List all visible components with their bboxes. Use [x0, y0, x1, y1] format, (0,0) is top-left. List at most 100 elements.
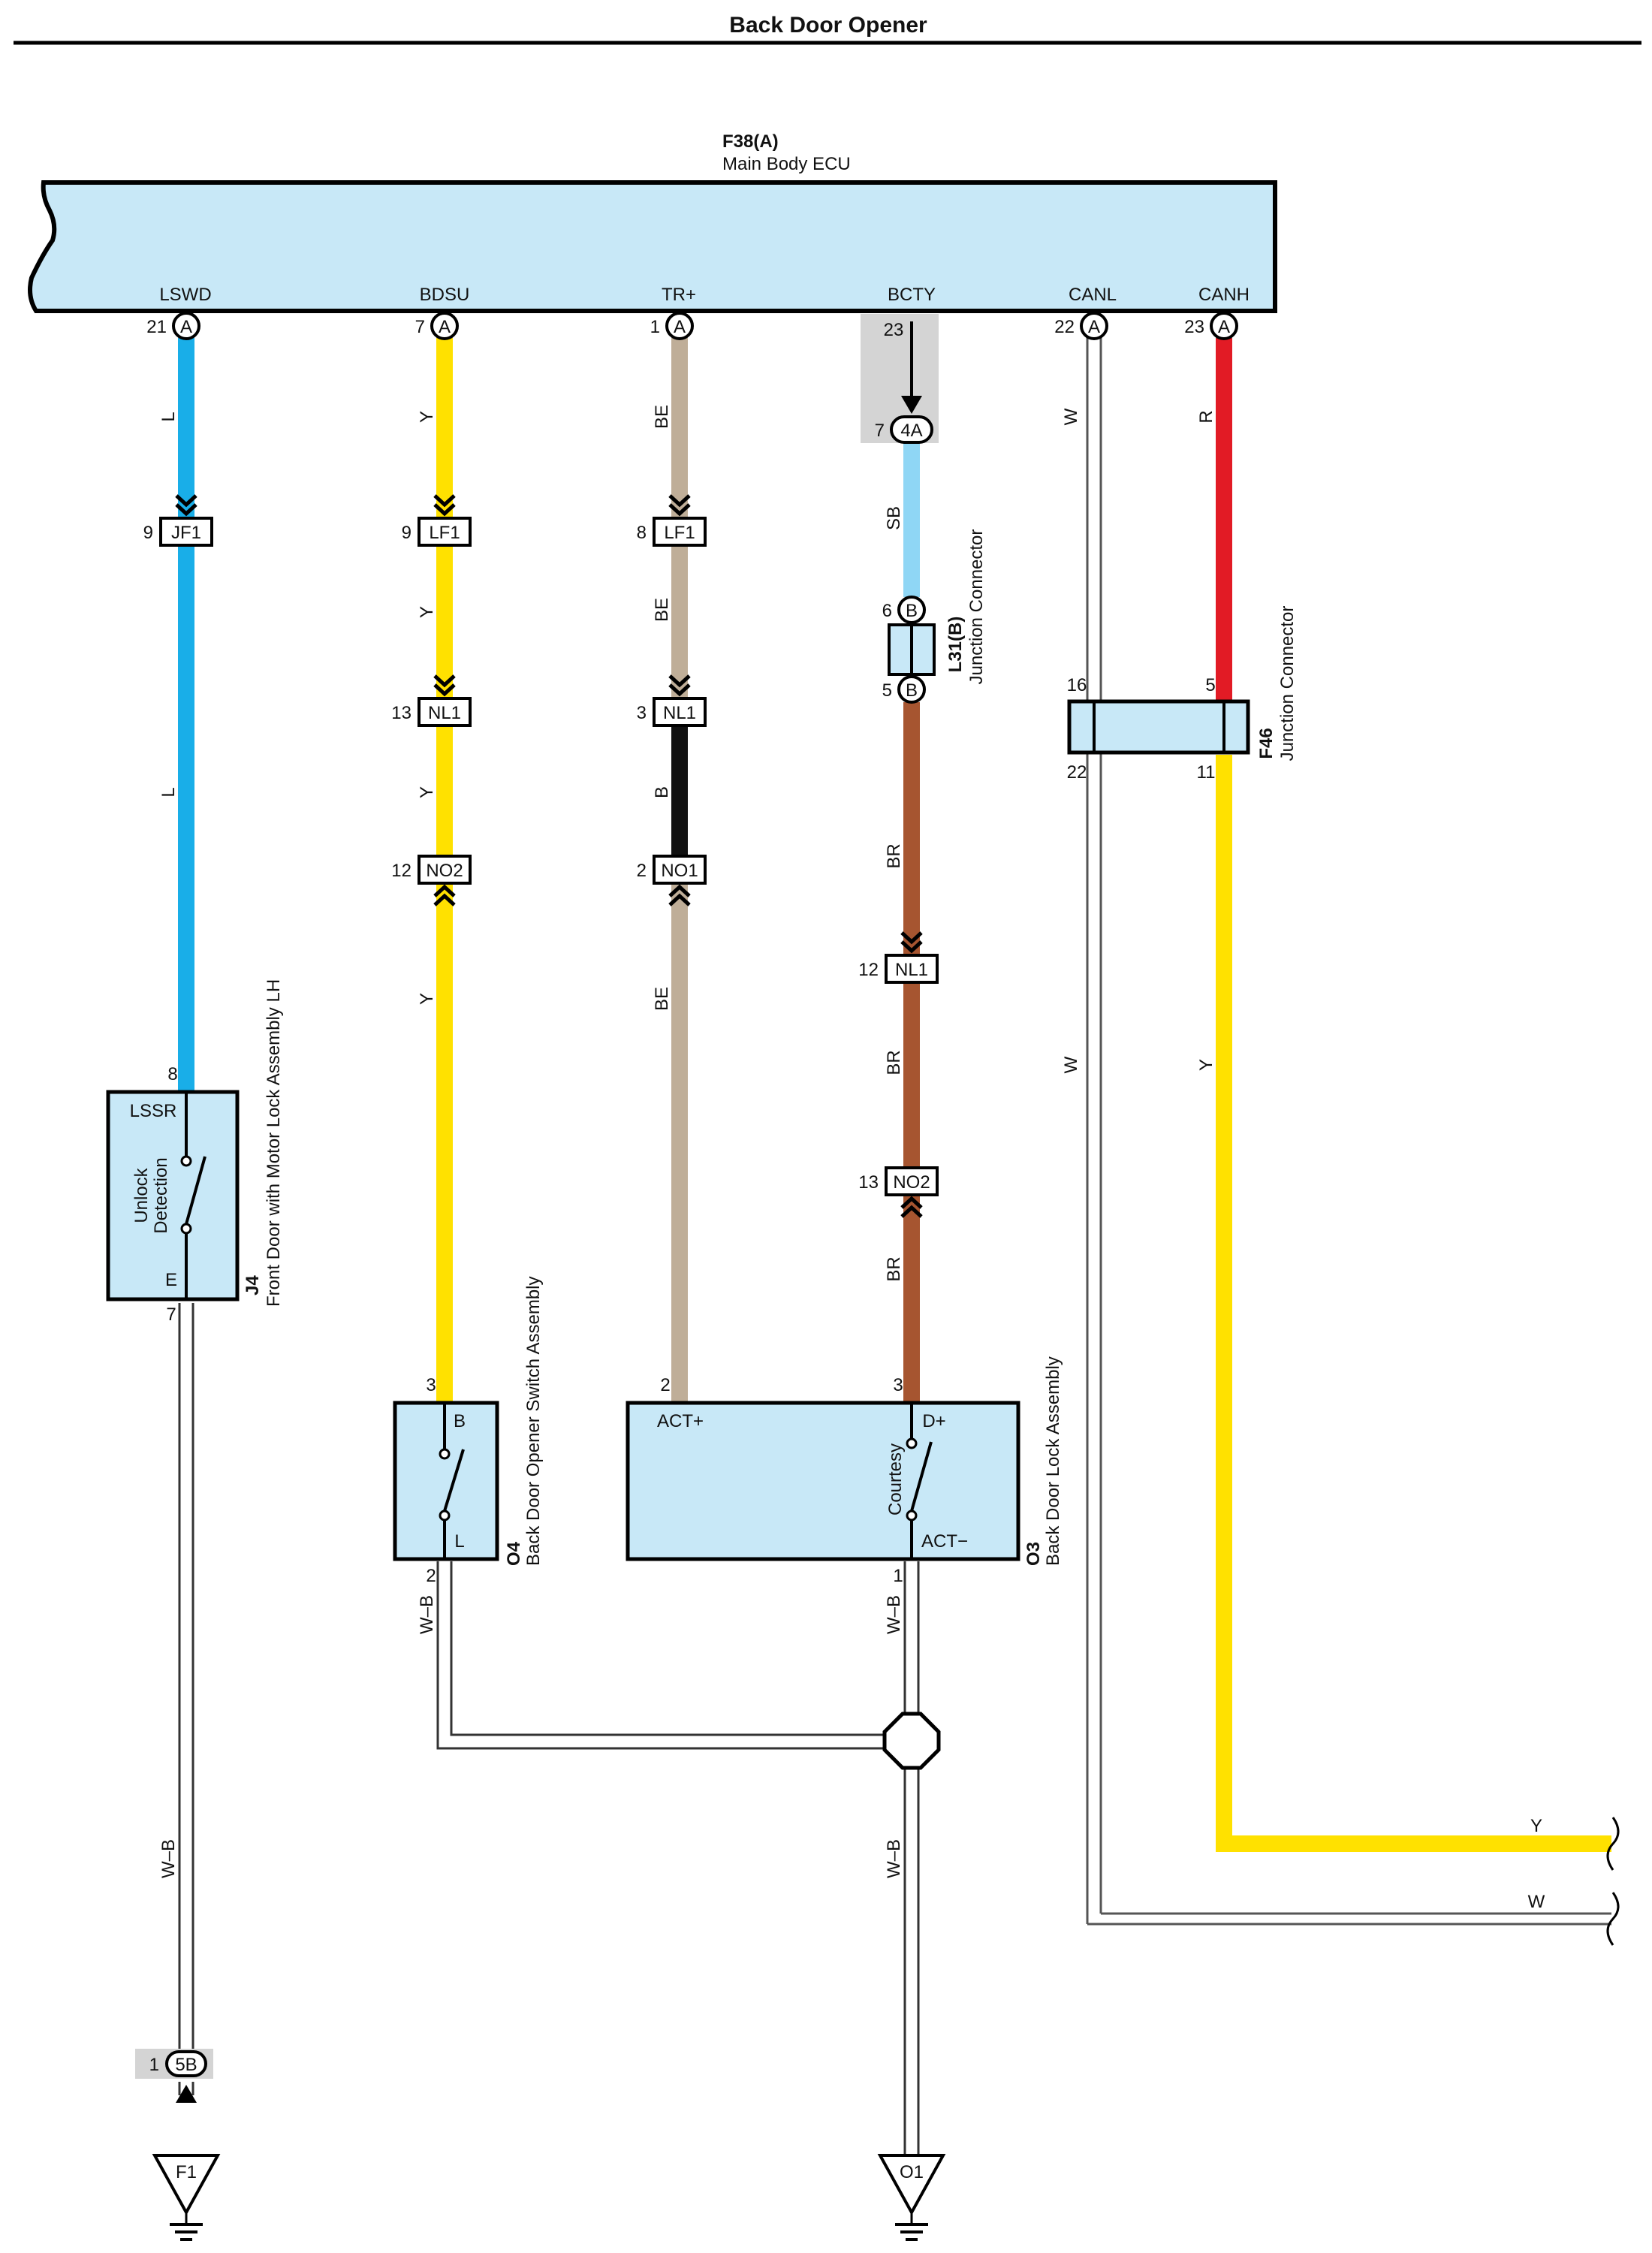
ecu-code: F38(A): [722, 131, 779, 152]
ecu-pin-bcty-num: 23: [884, 320, 904, 340]
ecu-box: [28, 180, 1277, 313]
o3-pin-d: 3: [893, 1375, 903, 1395]
svg-text:2: 2: [637, 861, 647, 881]
junction-l31: B 6 B 5: [882, 596, 936, 704]
svg-text:16: 16: [1067, 675, 1087, 695]
wire-o4-ground-b: [450, 1561, 892, 1736]
bcty-arrow-head: [901, 396, 922, 414]
svg-text:B: B: [906, 680, 918, 701]
svg-text:9: 9: [402, 523, 411, 543]
svg-text:13: 13: [391, 703, 411, 723]
j4-switch-label-1: Unlock: [131, 1167, 152, 1223]
svg-text:21: 21: [146, 317, 167, 337]
c5b-arrow-icon: [176, 2085, 197, 2103]
svg-text:8: 8: [637, 523, 647, 543]
ecu-pin-label-lswd: LSWD: [159, 285, 211, 305]
svg-text:A: A: [1088, 317, 1100, 337]
svg-text:6: 6: [882, 601, 892, 621]
wire-label-out-w: W: [1528, 1892, 1545, 1912]
f46-code: F46: [1256, 728, 1277, 759]
wire-label-y-canh: Y: [1196, 1059, 1216, 1071]
page-title: Back Door Opener: [729, 13, 927, 38]
wire-label-w-2: W: [1061, 1056, 1081, 1073]
ecu-pin-bdsu: A 7: [415, 312, 459, 340]
wire-label-l-1: L: [158, 412, 179, 421]
o4-code: O4: [504, 1541, 524, 1566]
svg-text:ACT+: ACT+: [657, 1411, 704, 1431]
wire-label-out-y: Y: [1530, 1816, 1542, 1836]
o3-code: O3: [1023, 1542, 1044, 1566]
wire-label-r: R: [1196, 410, 1216, 423]
ecu-pin-label-canl: CANL: [1069, 285, 1117, 305]
svg-text:O1: O1: [900, 2162, 924, 2182]
svg-text:11: 11: [1197, 762, 1216, 783]
junction-f46: 16 5 22 11: [1067, 675, 1250, 783]
wire-label-y-4: Y: [417, 993, 437, 1005]
connector-no2-b: NO2 13: [858, 1166, 939, 1196]
l31-name: Junction Connector: [966, 529, 987, 685]
wire-label-wb-o4: W–B: [417, 1595, 437, 1634]
wire-label-wb-o3: W–B: [884, 1595, 904, 1634]
svg-text:5B: 5B: [175, 2055, 197, 2075]
svg-text:A: A: [180, 317, 192, 337]
wire-break-w: [1606, 1892, 1620, 1946]
ecu-pin-label-bcty: BCTY: [888, 285, 936, 305]
o4-name: Back Door Opener Switch Assembly: [523, 1277, 544, 1567]
wire-label-br-1: BR: [884, 843, 904, 868]
connector-nl1-b: NL1 3: [637, 697, 707, 727]
l31-code: L31(B): [945, 617, 966, 673]
svg-text:12: 12: [391, 861, 411, 881]
wire-label-b: B: [652, 786, 672, 798]
svg-text:A: A: [1218, 317, 1230, 337]
connector-no2-a: NO2 12: [391, 855, 472, 885]
wire-label-y-2: Y: [417, 606, 437, 618]
splice-point: [882, 1712, 941, 1770]
svg-text:NO1: NO1: [661, 861, 698, 881]
component-o3: ACT+ D+ ACT− Courtesy: [626, 1401, 1020, 1561]
wire-label-w-1: W: [1061, 408, 1081, 425]
svg-text:1: 1: [149, 2055, 159, 2075]
ground-o1: O1: [877, 2154, 946, 2241]
f46-name: Junction Connector: [1277, 606, 1298, 762]
connector-jf1: JF1 9: [143, 517, 213, 547]
svg-text:E: E: [165, 1270, 177, 1290]
svg-text:B: B: [906, 601, 918, 621]
svg-text:F1: F1: [176, 2162, 197, 2182]
ecu-pin-label-tr: TR+: [662, 285, 696, 305]
svg-text:NL1: NL1: [663, 703, 696, 723]
svg-text:A: A: [439, 317, 451, 337]
wire-label-sb: SB: [884, 506, 904, 530]
j4-pin-top: 8: [167, 1064, 177, 1084]
wire-label-y-1: Y: [417, 411, 437, 423]
wire-label-be-1: BE: [652, 405, 672, 429]
ecu-pin-canl: A 22: [1054, 312, 1108, 340]
svg-text:12: 12: [858, 960, 879, 980]
svg-text:13: 13: [858, 1172, 879, 1193]
svg-text:4A: 4A: [900, 421, 922, 441]
svg-text:23: 23: [1184, 317, 1204, 337]
svg-text:LSSR: LSSR: [130, 1101, 177, 1121]
svg-text:NL1: NL1: [895, 960, 928, 980]
wire-label-be-2: BE: [652, 598, 672, 622]
svg-text:B: B: [454, 1411, 466, 1431]
wire-label-y-3: Y: [417, 786, 437, 798]
svg-text:LF1: LF1: [429, 523, 460, 543]
j4-name: Front Door with Motor Lock Assembly LH: [264, 979, 284, 1307]
o3-name: Back Door Lock Assembly: [1043, 1356, 1063, 1566]
connector-5b: 5B 1: [149, 2050, 207, 2077]
svg-text:JF1: JF1: [171, 523, 201, 543]
svg-text:D+: D+: [922, 1411, 945, 1431]
wire-o4-ground-a: [436, 1561, 892, 1750]
ecu-pin-lswd: A 21: [146, 312, 200, 340]
svg-text:7: 7: [875, 421, 885, 441]
connector-nl1-a: NL1 13: [391, 697, 472, 727]
o3-pin-act: 2: [660, 1375, 670, 1395]
svg-text:NO2: NO2: [426, 861, 463, 881]
svg-text:5: 5: [882, 680, 892, 701]
wire-break-y: [1606, 1817, 1620, 1871]
svg-text:1: 1: [650, 317, 660, 337]
o4-pin-bot: 2: [426, 1566, 436, 1586]
ecu-pin-canh: A 23: [1184, 312, 1238, 340]
svg-text:NL1: NL1: [428, 703, 461, 723]
